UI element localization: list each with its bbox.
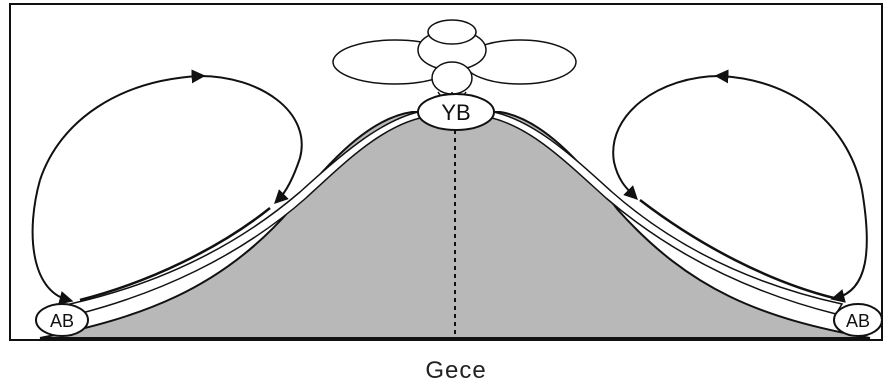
summit-label: YB (441, 100, 470, 125)
left-base-node: AB (36, 304, 88, 336)
right-base-node: AB (834, 304, 882, 336)
right-base-label: AB (846, 311, 870, 331)
diagram-caption: Gece (425, 357, 486, 384)
left-base-label: AB (50, 311, 74, 331)
summit-node: YB (418, 94, 494, 130)
